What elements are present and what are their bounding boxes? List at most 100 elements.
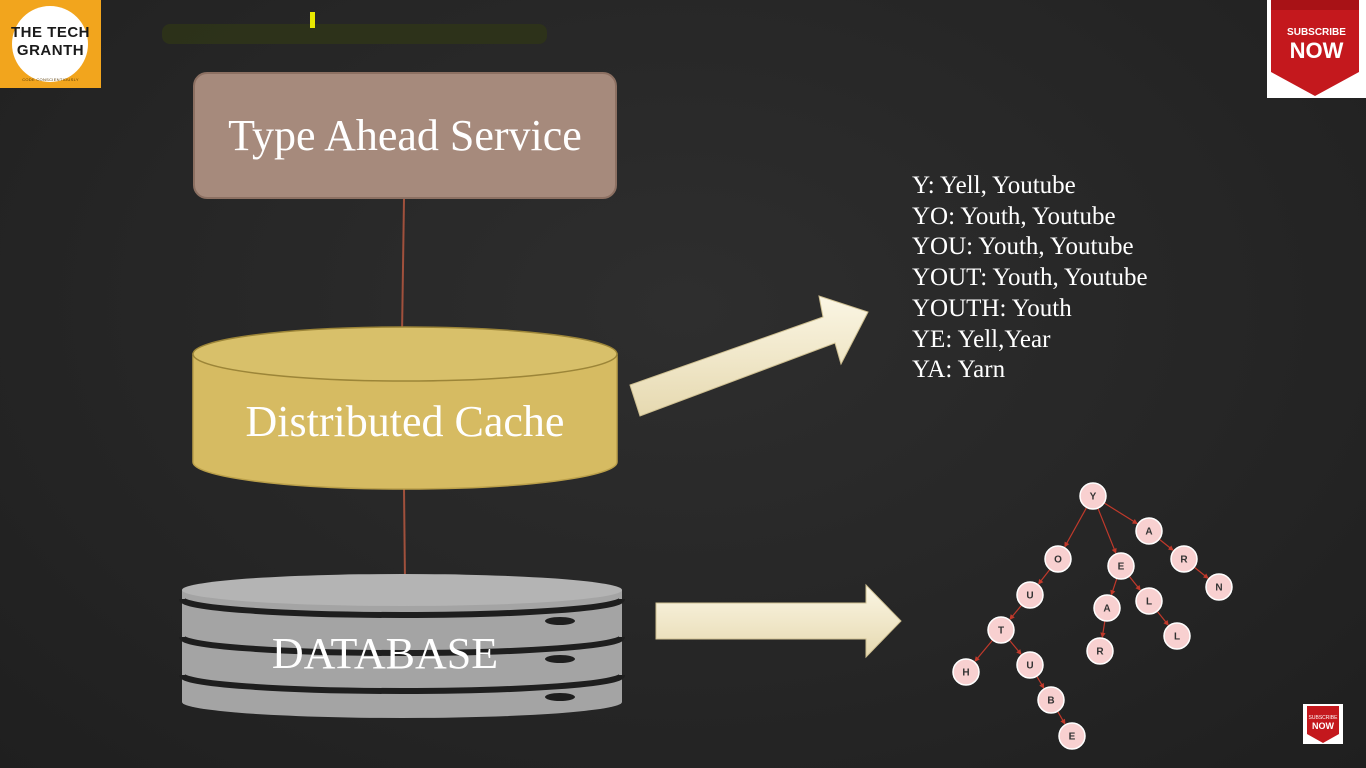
logo-tagline: CODE CONSCIENTIOUSLY [22, 77, 79, 82]
subscribe-badge-line-2: NOW [1289, 38, 1344, 63]
prefix-entry: YOUTH: Youth [912, 294, 1072, 322]
channel-logo: THE TECH GRANTH CODE CONSCIENTIOUSLY [0, 0, 101, 88]
trie-node-e1: E [1058, 722, 1086, 750]
trie-node-label: E [1118, 562, 1125, 573]
trie-node-circle [1205, 573, 1233, 601]
trie-node-circle [987, 616, 1015, 644]
cache-label: Distributed Cache [245, 397, 565, 446]
prefix-entry: YA: Yarn [912, 356, 1006, 384]
arrow-cache-to-prefix-map [629, 295, 869, 417]
trie-edge [1064, 507, 1088, 547]
connector-service-cache [401, 198, 405, 336]
trie-node-circle [1058, 722, 1086, 750]
trie-edge-arrowhead [1202, 573, 1209, 579]
subscribe-badge-line-1: SUBSCRIBE [1287, 27, 1346, 38]
database-slot-1 [545, 617, 575, 625]
trie-node-label: L [1174, 632, 1180, 643]
trie-edge-arrowhead [1100, 632, 1106, 639]
subscribe-small-line-2: NOW [1312, 721, 1334, 731]
trie-edge-arrowhead [1037, 578, 1044, 585]
trie-node-label: R [1180, 555, 1188, 566]
trie-edge-arrowhead [1135, 584, 1141, 591]
trie-node-o: O [1044, 545, 1072, 573]
cache-cylinder [192, 326, 618, 490]
prefix-entry: YOU: Youth, Youtube [912, 233, 1134, 261]
trie-edge-arrowhead [1060, 718, 1066, 725]
trie-node-circle [1016, 581, 1044, 609]
trie-edge-arrowhead [1132, 519, 1138, 525]
logo-line-1: THE TECH [11, 24, 90, 41]
redacted-title-scribble [162, 24, 547, 44]
subscribe-small-line-1: SUBSCRIBE [1308, 715, 1338, 721]
text-cursor-mark [310, 12, 315, 28]
trie-edge-arrowhead [1167, 545, 1174, 551]
trie-node-circle [1135, 587, 1163, 615]
trie-node-circle [1016, 651, 1044, 679]
trie-node-u2: U [1016, 651, 1044, 679]
trie-edge-arrowhead [1064, 541, 1070, 548]
trie-node-e2: E [1107, 552, 1135, 580]
prefix-entry: YO: Youth, Youtube [912, 202, 1116, 230]
trie-node-y: Y [1079, 482, 1107, 510]
trie-node-l1: L [1135, 587, 1163, 615]
trie-node-t: T [987, 616, 1015, 644]
subscribe-badge[interactable]: SUBSCRIBE NOW [1267, 0, 1366, 98]
trie-node-circle [1135, 517, 1163, 545]
trie-node-circle [1044, 545, 1072, 573]
trie-node-circle [1086, 637, 1114, 665]
trie-node-r1: R [1086, 637, 1114, 665]
logo-line-2: GRANTH [16, 42, 85, 59]
trie-edge [1097, 507, 1116, 553]
trie-edge-arrowhead [1163, 619, 1169, 626]
database-slot-3 [545, 693, 575, 701]
trie-edge-arrowhead [974, 656, 980, 663]
trie-edges [974, 502, 1209, 725]
trie-node-circle [952, 658, 980, 686]
trie-node-label: A [1103, 604, 1110, 615]
trie-edge-arrowhead [1111, 547, 1117, 554]
database-stack [179, 574, 625, 718]
trie-edge-arrowhead [1110, 589, 1116, 596]
trie-node-n: N [1205, 573, 1233, 601]
database-slot-2 [545, 655, 575, 663]
trie-edge-arrowhead [1039, 682, 1045, 689]
trie-node-label: L [1146, 597, 1152, 608]
trie-node-circle [1107, 552, 1135, 580]
trie-node-r2: R [1170, 545, 1198, 573]
subscribe-ribbon-icon [1271, 0, 1359, 96]
trie-edge [975, 639, 994, 661]
trie-node-circle [1093, 594, 1121, 622]
trie-node-label: E [1069, 732, 1076, 743]
type-ahead-service-box: Type Ahead Service [193, 72, 617, 199]
subscribe-badge-small[interactable]: SUBSCRIBE NOW [1303, 704, 1343, 744]
trie-edge-arrowhead [1009, 614, 1015, 620]
trie-node-l2: L [1163, 622, 1191, 650]
trie-node-circle [1163, 622, 1191, 650]
trie-node-circle [1037, 686, 1065, 714]
prefix-entry: Y: Yell, Youtube [912, 172, 1076, 199]
trie-node-a2: A [1135, 517, 1163, 545]
prefix-entry: YOUT: Youth, Youtube [912, 264, 1148, 292]
subscribe-ribbon-small-icon [1307, 706, 1339, 743]
connector-cache-database [403, 487, 406, 583]
trie-node-label: U [1026, 591, 1033, 602]
trie-node-b: B [1037, 686, 1065, 714]
trie-node-label: R [1096, 647, 1104, 658]
prefix-entry: YE: Yell,Year [912, 325, 1051, 353]
database-label: DATABASE [271, 629, 499, 678]
trie-node-h: H [952, 658, 980, 686]
trie-node-u1: U [1016, 581, 1044, 609]
trie-node-label: Y [1090, 492, 1097, 503]
trie-node-circle [1079, 482, 1107, 510]
service-label: Type Ahead Service [228, 111, 582, 160]
trie-node-a1: A [1093, 594, 1121, 622]
trie-edge [1103, 502, 1137, 524]
trie-node-label: H [962, 668, 969, 679]
trie-node-label: B [1047, 696, 1054, 707]
arrow-database-to-trie [655, 583, 902, 659]
trie-node-label: N [1215, 583, 1222, 594]
trie-node-circle [1170, 545, 1198, 573]
prefix-cache-list: Y: Yell, Youtube YO: Youth, Youtube YOU:… [912, 171, 1148, 386]
trie-edge-arrowhead [1016, 649, 1022, 655]
